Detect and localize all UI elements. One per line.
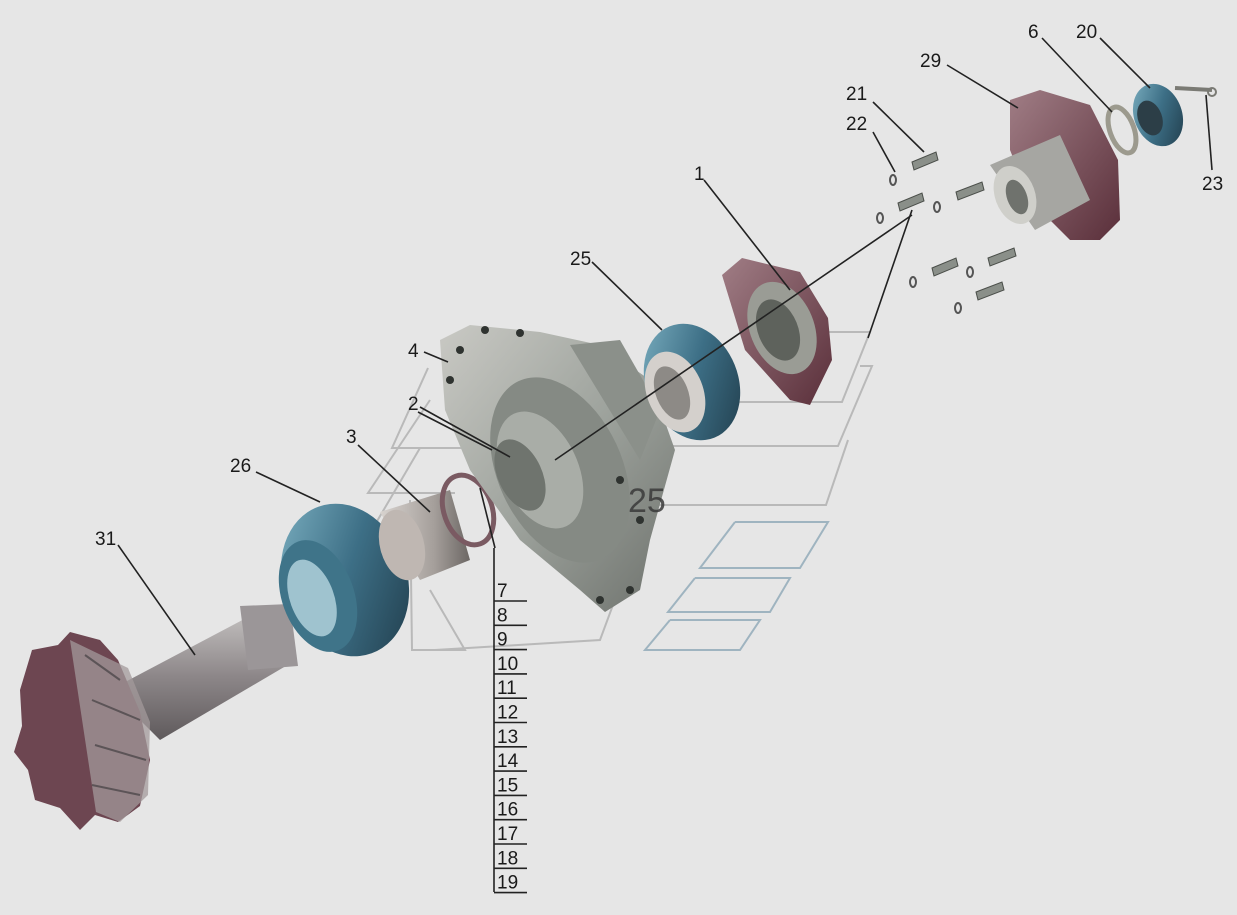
cover-plate-1 [722,258,832,405]
bevel-gear-teeth [14,632,150,830]
callout-31: 31 [95,529,116,550]
cotter-pin-23 [1174,86,1217,97]
callout-1: 1 [694,164,705,185]
callout-3: 3 [346,427,357,448]
tapered-bearing-25 [643,323,741,441]
pinion-gear-shaft [14,604,298,830]
shim-label-15: 15 [497,775,518,796]
shim-label-18: 18 [497,848,518,869]
lock-washer-6 [1105,104,1139,156]
callout-4: 4 [408,341,419,362]
callout-20: 20 [1076,22,1097,43]
companion-flange-29 [990,90,1120,240]
callout-25: 25 [570,249,591,270]
callout-22: 22 [846,114,867,135]
callout-21: 21 [846,84,867,105]
shim-label-9: 9 [497,630,508,651]
callout-leader-lines [117,37,1213,892]
callout-23: 23 [1202,174,1223,195]
shim-label-7: 7 [497,581,508,602]
bearing-housing-4 [440,325,675,612]
shim-label-17: 17 [497,824,518,845]
shim-label-10: 10 [497,654,518,675]
shim-ring-2 [439,472,497,548]
shim-pack-label-list: 7 8 9 10 11 12 13 14 15 16 17 18 19 [494,581,527,894]
shim-label-13: 13 [497,727,518,748]
shim-label-12: 12 [497,703,518,724]
shim-label-19: 19 [497,873,518,894]
callout-29: 29 [920,51,941,72]
tapered-bearing-26 [278,503,410,657]
spacer-sleeve-3 [378,490,470,581]
shim-label-8: 8 [497,605,508,626]
shim-label-16: 16 [497,800,518,821]
callout-2: 2 [408,394,419,415]
castle-nut-20 [1132,83,1184,147]
callout-labels: 1 2 3 4 6 20 21 22 23 25 26 29 31 25 [95,22,1223,550]
callout-26: 26 [230,456,251,477]
shim-label-14: 14 [497,751,519,772]
shim-label-11: 11 [497,678,517,699]
bolts-and-washers [876,151,1017,314]
callout-6: 6 [1028,22,1039,43]
overlay-number: 25 [628,482,666,520]
